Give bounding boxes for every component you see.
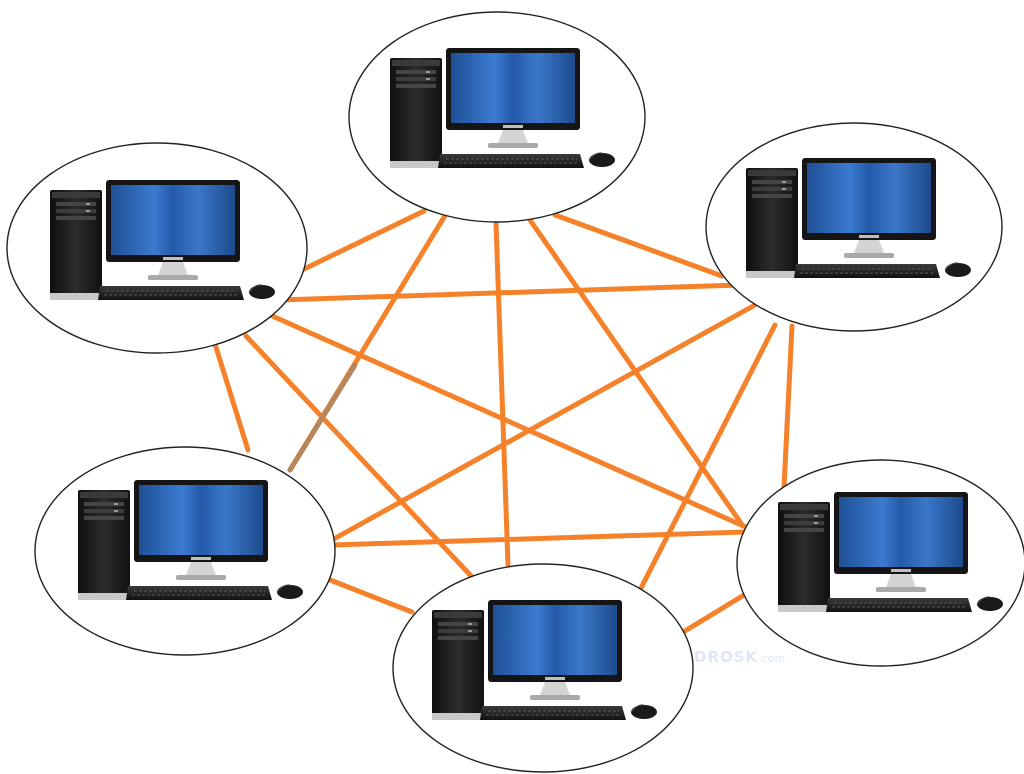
- node-pc-lower-right: [736, 459, 1024, 667]
- node-pc-upper-right: [705, 122, 1003, 332]
- computer-nodes: [6, 11, 1024, 773]
- link-pc-upper-left-to-pc-lower-right: [267, 312, 751, 531]
- link-pc-upper-left-to-pc-lower-left: [212, 341, 251, 453]
- link-lines: [212, 208, 795, 637]
- node-pc-upper-left: [6, 142, 308, 354]
- link-pc-upper-right-to-pc-lower-left: [329, 302, 758, 543]
- link-segment-tinted: [287, 362, 358, 473]
- node-pc-top: [348, 11, 646, 223]
- node-pc-lower-left: [34, 446, 336, 656]
- link-pc-upper-left-to-pc-bottom: [243, 333, 476, 581]
- link-pc-lower-left-to-pc-lower-right: [329, 529, 748, 548]
- link-pc-top-to-pc-bottom: [493, 221, 511, 568]
- link-pc-bottom-to-pc-lower-right: [677, 592, 747, 637]
- node-pc-bottom: [392, 563, 694, 773]
- link-pc-upper-left-to-pc-upper-right: [277, 282, 743, 303]
- link-pc-lower-left-to-pc-bottom: [322, 575, 415, 615]
- link-pc-top-to-pc-upper-right: [552, 212, 725, 279]
- link-pc-upper-right-to-pc-bottom: [637, 322, 778, 593]
- link-pc-upper-right-to-pc-lower-right: [781, 323, 795, 490]
- link-pc-upper-left-to-pc-top: [299, 208, 427, 273]
- watermark-text: DROSK.com: [694, 648, 786, 666]
